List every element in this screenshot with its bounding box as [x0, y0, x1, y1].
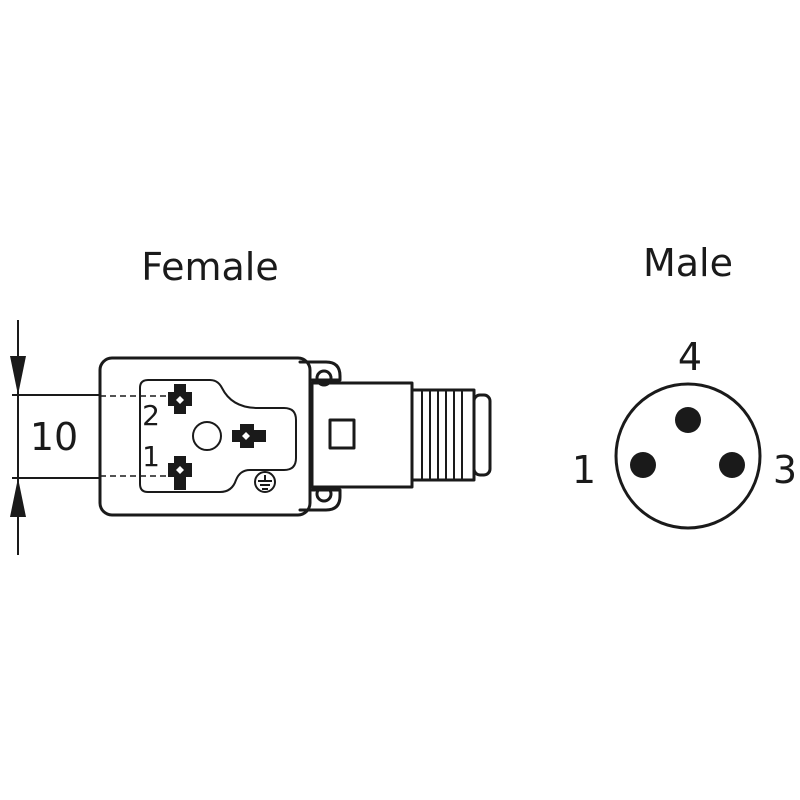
contact-plate — [139, 379, 297, 493]
female-pin-2-label: 2 — [142, 399, 160, 432]
mounting-ear-top — [298, 360, 342, 382]
male-pin-3 — [719, 452, 745, 478]
dimension-value: 10 — [30, 415, 78, 459]
mounting-ear-bottom — [298, 488, 342, 512]
thread-lines — [421, 390, 463, 480]
contact-ground — [232, 424, 266, 448]
male-face — [614, 382, 762, 530]
female-title: Female — [141, 245, 278, 289]
male-pin-4 — [675, 407, 701, 433]
connector-window — [328, 418, 356, 450]
male-title: Male — [643, 241, 733, 285]
ground-icon — [254, 471, 276, 493]
dimension-marker: 10 — [10, 320, 100, 555]
male-pin-1 — [630, 452, 656, 478]
male-pin-1-label: 1 — [572, 448, 596, 492]
female-connector: 2 1 — [98, 356, 492, 517]
arrow-down-icon — [10, 356, 26, 395]
contact-1 — [168, 456, 192, 490]
contact-2 — [168, 384, 192, 414]
arrow-up-icon — [10, 478, 26, 517]
connector-mid-block — [310, 381, 414, 489]
screw-top-icon — [315, 369, 333, 387]
male-connector: 4 1 3 — [572, 335, 797, 530]
male-pin-3-label: 3 — [773, 448, 797, 492]
female-housing — [98, 356, 312, 517]
female-pin-1-label: 1 — [142, 440, 160, 473]
connector-tip — [472, 393, 492, 477]
male-pin-4-label: 4 — [678, 335, 702, 379]
center-hole — [192, 421, 222, 451]
